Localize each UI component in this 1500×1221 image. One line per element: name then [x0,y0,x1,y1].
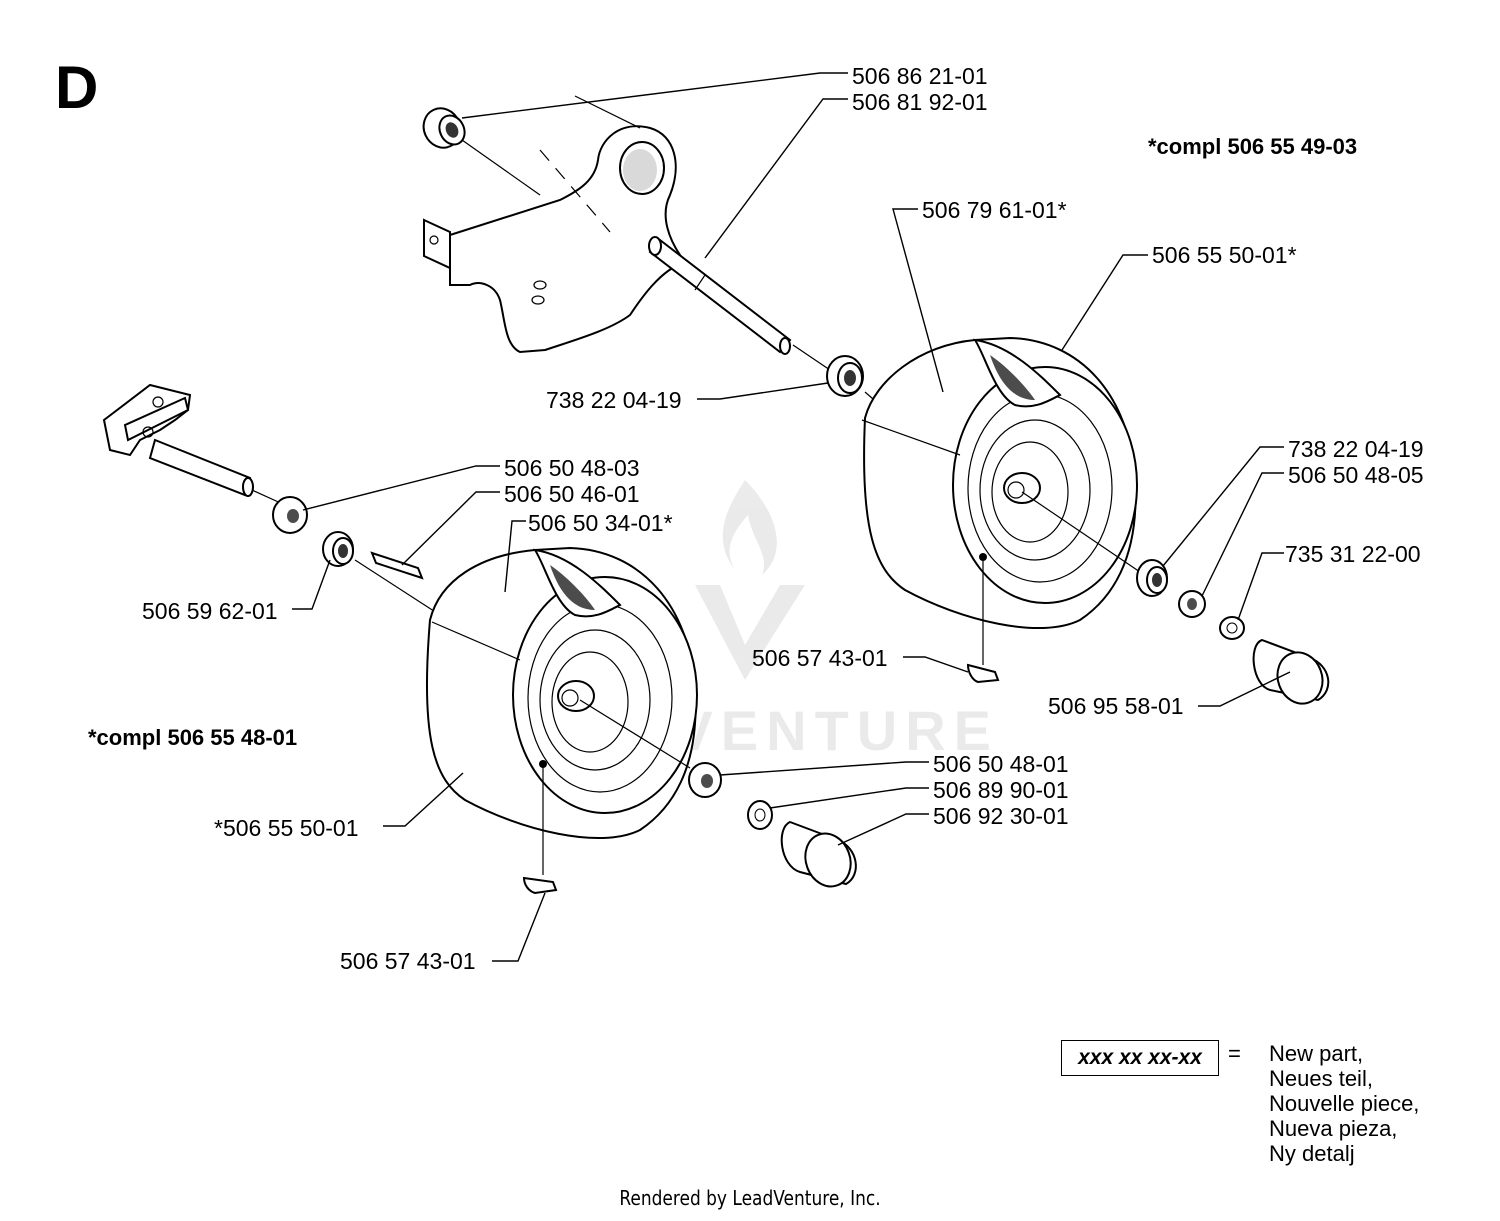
spacer-bushing-top [422,107,466,149]
hub-cap-upper [1252,638,1330,705]
bearing-upper-outer [1136,559,1168,597]
clip-pin-lower [522,876,558,895]
footer-credit: Rendered by LeadVenture, Inc. [619,1186,881,1210]
key-lower [370,551,424,580]
part-label-tire-lower: *506 55 50-01 [214,815,359,841]
part-label-key: 506 50 46-01 [504,481,640,507]
part-label-cap-lower: 506 92 30-01 [933,803,1069,829]
legend-part-number-box: xxx xx xx-xx [1061,1040,1219,1076]
compl-note-left: *compl 506 55 48-01 [88,725,297,750]
part-label-clip-lower: 506 57 43-01 [340,948,476,974]
washer-upper [1178,590,1206,618]
leader-lines [292,72,1291,962]
axle-mount-bracket [102,383,254,497]
part-label-ring-lower: 506 89 90-01 [933,777,1069,803]
bearing-lower-inner [322,531,354,567]
compl-note-top: *compl 506 55 49-03 [1148,134,1357,159]
legend-translations: New part, Neues teil, Nouvelle piece, Nu… [1269,1041,1419,1166]
washer-lower-outer [688,762,722,798]
axle-shaft-upper [648,236,792,355]
legend-equals: = [1228,1041,1241,1066]
legend-line: Ny detalj [1269,1141,1355,1166]
part-label-washer-lower-outer: 506 50 48-01 [933,751,1069,777]
part-label-rim-upper: 506 79 61-01* [922,197,1067,223]
part-label-bearing-upper-outer: 738 22 04-19 [1288,436,1424,462]
part-label-spacer: 506 86 21-01 [852,63,988,89]
wheel-lower [425,546,698,840]
part-label-tire-upper: 506 55 50-01* [1152,242,1297,268]
washer-lower-inner [272,496,308,534]
bracket-plate [423,95,687,354]
part-label-bearing-lower: 506 59 62-01 [142,598,278,624]
part-label-bearing-upper-inner: 738 22 04-19 [546,387,682,413]
hub-cap-lower [780,820,857,888]
part-label-washer-upper: 506 50 48-05 [1288,462,1424,488]
legend-line: Nueva pieza, [1269,1116,1398,1141]
retaining-ring-upper [1219,616,1245,640]
part-label-washer-lower-inner: 506 50 48-03 [504,455,640,481]
part-label-rim-lower: 506 50 34-01* [528,510,673,536]
part-label-ring-upper: 735 31 22-00 [1285,541,1421,567]
part-label-cap-upper: 506 95 58-01 [1048,693,1184,719]
part-label-clip-upper: 506 57 43-01 [752,645,888,671]
legend-line: Nouvelle piece, [1269,1091,1420,1116]
bearing-upper-inner [826,355,864,397]
part-label-axle: 506 81 92-01 [852,89,988,115]
wheel-upper [861,336,1138,630]
legend-line: New part, [1269,1041,1364,1066]
legend-line: Neues teil, [1269,1066,1373,1091]
retaining-ring-lower [747,800,773,830]
clip-pin-upper [966,663,1000,684]
section-letter: D [55,54,98,121]
